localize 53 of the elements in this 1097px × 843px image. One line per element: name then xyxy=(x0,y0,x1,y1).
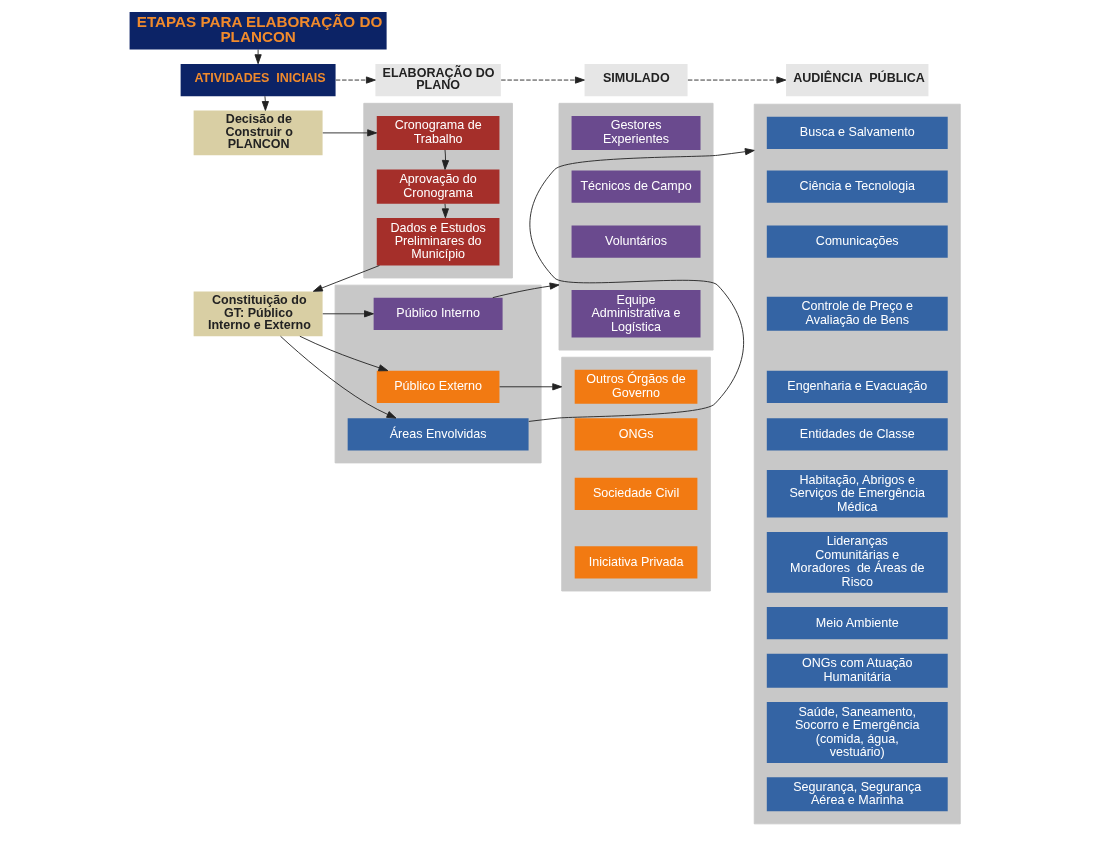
node-box: Público Externo xyxy=(376,370,500,403)
node-box: Comunicações xyxy=(766,225,948,258)
node-box: Dados e Estudos Preliminares do Município xyxy=(376,217,500,266)
arrow xyxy=(500,76,585,84)
arrow xyxy=(312,265,380,292)
node-box: Ciência e Tecnologia xyxy=(766,170,948,203)
node-box: ONGs xyxy=(574,418,698,451)
node-box: Engenharia e Evacuação xyxy=(766,370,948,403)
cluster xyxy=(363,102,513,279)
node-box: Público Interno xyxy=(373,297,503,330)
arrow xyxy=(322,129,378,137)
cluster xyxy=(334,284,542,464)
arrow xyxy=(499,383,563,391)
arrow xyxy=(322,310,374,318)
node-box: ETAPAS PARA ELABORAÇÃO DO PLANCON xyxy=(129,12,387,50)
node-box: Controle de Preço e Avaliação de Bens xyxy=(766,296,948,331)
node-box: Busca e Salvamento xyxy=(766,116,948,149)
node-box: Segurança, Segurança Aérea e Marinha xyxy=(766,777,948,812)
node-box: ELABORAÇÃO DO PLANO xyxy=(375,63,501,97)
node-box: ONGs com Atuação Humanitária xyxy=(766,653,948,688)
node-box: Áreas Envolvidas xyxy=(347,418,529,451)
node-box: Constituição do GT: Público Interno e Externo xyxy=(193,291,323,337)
node-box: Habitação, Abrigos e Serviços de Emergência Médica xyxy=(766,470,948,518)
arrow xyxy=(335,76,376,84)
cluster xyxy=(561,356,711,592)
node-box: Outros Órgãos de Governo xyxy=(574,369,698,404)
node-box: Cronograma de Trabalho xyxy=(376,115,500,150)
arrow xyxy=(261,95,269,111)
arrow xyxy=(280,335,397,419)
arrow xyxy=(492,282,560,299)
cluster xyxy=(753,103,961,825)
node-box: Meio Ambiente xyxy=(766,607,948,640)
node-box: Saúde, Saneamento, Socorro e Emergência (comida, água, vestuário) xyxy=(766,702,948,763)
node-box: Técnicos de Campo xyxy=(571,170,701,203)
cluster xyxy=(558,102,714,351)
arrow xyxy=(687,76,787,84)
node-box: Lideranças Comunitárias e Moradores de Áreas de Risco xyxy=(766,531,948,593)
node-box: Voluntários xyxy=(571,225,701,258)
node-box: Iniciativa Privada xyxy=(574,546,698,579)
node-box: Equipe Administrativa e Logística xyxy=(571,290,701,338)
node-box: ATIVIDADES INICIAIS xyxy=(180,63,336,97)
arrow xyxy=(528,148,755,422)
arrow xyxy=(299,335,389,372)
node-box: AUDIÊNCIA PÚBLICA xyxy=(786,63,929,97)
arrow xyxy=(441,149,450,170)
node-box: Sociedade Civil xyxy=(574,477,698,510)
node-box: Gestores Experientes xyxy=(571,115,701,150)
arrow xyxy=(441,203,449,219)
node-box: SIMULADO xyxy=(584,63,688,97)
node-box: Entidades de Classe xyxy=(766,418,948,451)
node-box: Decisão de Construir o PLANCON xyxy=(193,110,323,156)
node-box: Aprovação do Cronograma xyxy=(376,169,500,204)
arrow xyxy=(254,49,262,65)
